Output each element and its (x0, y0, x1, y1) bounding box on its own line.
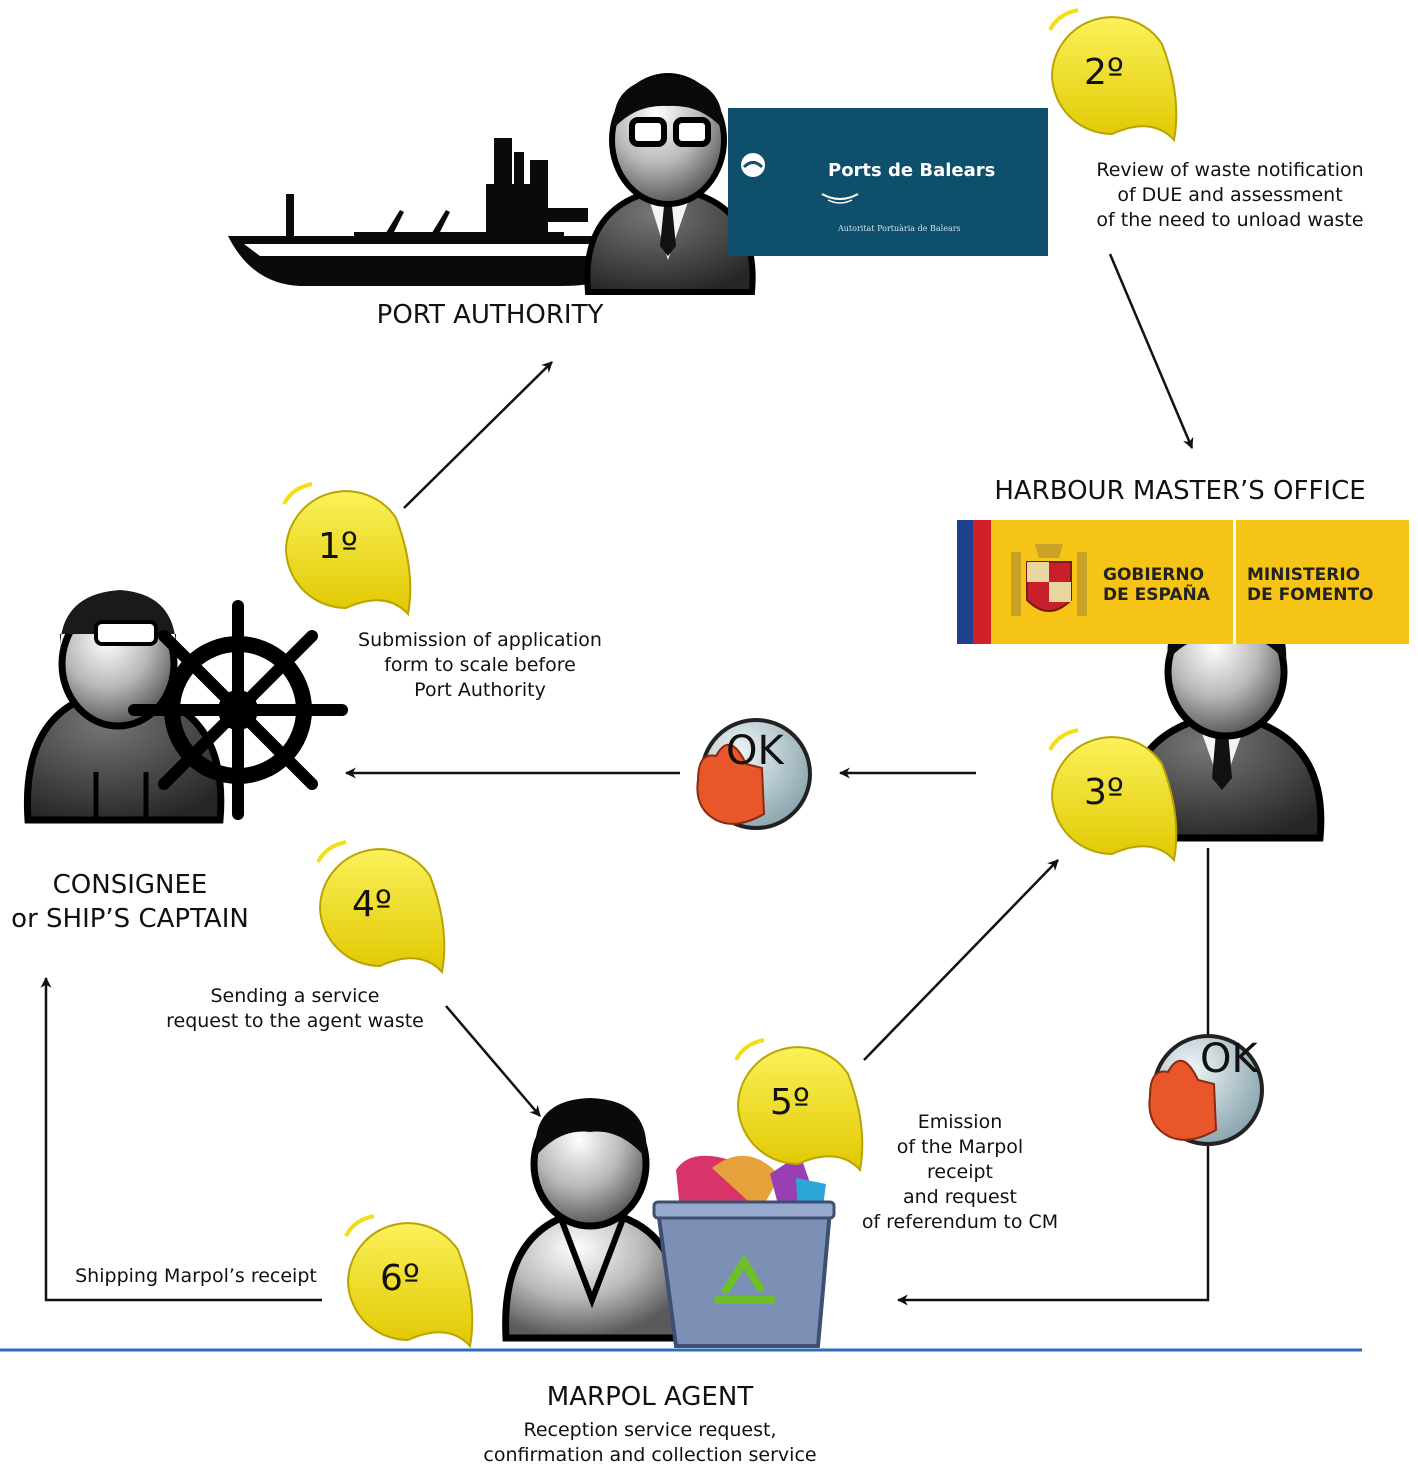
ports-title: Ports de Balears (828, 160, 996, 181)
recycling-bin-icon (652, 1154, 836, 1348)
step-number-1: 1º (318, 526, 358, 567)
step-bubble-5 (734, 1038, 864, 1173)
step-5-desc-line: Emission (917, 1111, 1003, 1133)
step-2-desc-line: of DUE and assessment (1117, 184, 1343, 207)
step-2-desc-line: of the need to unload waste (1096, 209, 1364, 232)
step-5-desc-line: of the Marpol (896, 1136, 1024, 1159)
step-1-desc-line: Port Authority (414, 679, 546, 702)
step-number-4: 4º (352, 884, 392, 925)
step-number-5: 5º (770, 1082, 810, 1123)
harbour-master-label: HARBOUR MASTER’S OFFICE (994, 476, 1366, 506)
gobierno-line1: GOBIERNO (1103, 565, 1205, 585)
eu-stripe (957, 520, 973, 644)
step-6-description: Shipping Marpol’s receipt (75, 1265, 317, 1287)
step-5-desc-line: of referendum to CM (861, 1211, 1059, 1234)
step-bubble-3 (1048, 728, 1178, 863)
port-authority-person-icon (584, 73, 756, 295)
step-4-desc-line: request to the agent waste (166, 1010, 424, 1033)
arrow-4-to-agent (445, 1005, 541, 1117)
agent-desc-line: confirmation and collection service (483, 1444, 817, 1467)
ok-badge-bottom (1148, 1034, 1264, 1146)
arrow-2-to-harbour (1108, 253, 1194, 450)
step-number-2: 2º (1084, 52, 1124, 93)
step-1-description: Submission of application form to scale … (320, 628, 640, 703)
ok-badge-top (696, 718, 812, 830)
ports-wave-icon (821, 193, 859, 204)
arrow-harbour-to-agent (896, 848, 1210, 1306)
spain-coat-of-arms-icon (1011, 544, 1087, 616)
step-bubble-2 (1048, 8, 1178, 143)
step-4-description: Sending a service request to the agent w… (150, 984, 440, 1034)
ministerio-line1: MINISTERIO (1247, 565, 1361, 585)
ports-de-balears-logo: Ports de Balears Autoritat Portuària de … (728, 108, 1048, 256)
logo-divider (1233, 520, 1236, 644)
step-bubble-6 (344, 1214, 474, 1349)
step-1-desc-line: form to scale before (384, 654, 576, 677)
gobierno-line2: DE ESPAÑA (1103, 585, 1210, 605)
ship-icon (228, 138, 640, 286)
step-2-description: Review of waste notification of DUE and … (1070, 158, 1390, 233)
step-4-desc-line: Sending a service (210, 985, 380, 1007)
port-authority-label: PORT AUTHORITY (376, 300, 604, 330)
ports-emblem-icon (741, 153, 765, 177)
step-number-3: 3º (1084, 772, 1124, 813)
step-1-desc-line: Submission of application (358, 629, 602, 651)
ok-label-top: OK (726, 728, 784, 774)
consignee-label-1: CONSIGNEE (52, 870, 208, 900)
step-bubble-1 (282, 482, 412, 617)
consignee-label-2: or SHIP’S CAPTAIN (11, 904, 249, 934)
arrow-6-to-captain (40, 976, 322, 1302)
step-number-6: 6º (380, 1258, 420, 1299)
ship-wheel-icon (128, 600, 348, 820)
ports-subtitle: Autoritat Portuària de Balears (838, 224, 961, 233)
step-bubble-4 (316, 840, 446, 975)
spain-stripe (973, 520, 991, 644)
step-5-desc-line: receipt (926, 1161, 993, 1184)
gobierno-fomento-logo: GOBIERNO DE ESPAÑA MINISTERIO DE FOMENTO (957, 520, 1409, 644)
agent-description: Reception service request, confirmation … (440, 1418, 860, 1468)
step-5-desc-line: and request (902, 1186, 1017, 1209)
step-2-desc-line: Review of waste notification (1096, 159, 1364, 181)
ok-label-bottom: OK (1200, 1036, 1258, 1082)
ministerio-line2: DE FOMENTO (1247, 585, 1374, 605)
step-5-description: Emission of the Marpol receipt and reque… (840, 1110, 1080, 1235)
marpol-agent-label: MARPOL AGENT (546, 1382, 754, 1412)
arrow-5-to-harbour (863, 859, 1059, 1061)
arrow-1-to-port (403, 361, 553, 509)
agent-desc-line: Reception service request, (523, 1419, 777, 1441)
flow-arrows (40, 253, 1210, 1306)
